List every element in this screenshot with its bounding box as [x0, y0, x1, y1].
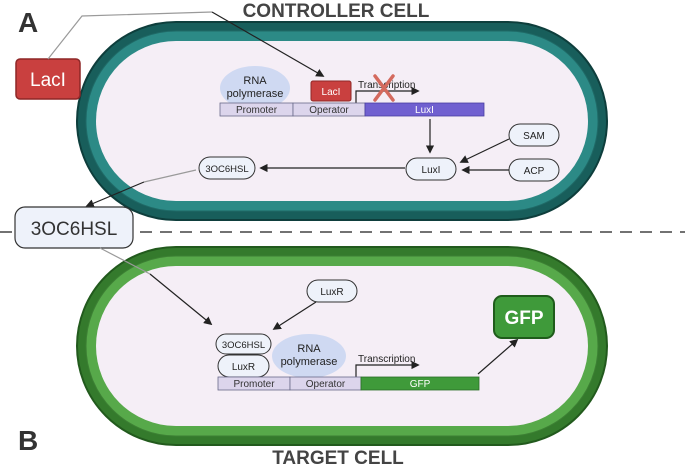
target-cell-title: TARGET CELL	[272, 448, 404, 466]
luxi-protein	[405, 157, 457, 181]
controller-transcription-arrow	[355, 86, 420, 103]
panel-b-letter: B	[18, 425, 38, 456]
target-transcription-label: Transcription	[358, 354, 415, 365]
signal-3oc6hsl-box	[14, 206, 134, 249]
controller-rna-polymerase	[220, 66, 290, 110]
controller-luxi-gene-label: LuxI	[415, 105, 434, 116]
complex-luxr-label: LuxR	[232, 362, 255, 373]
complex-3oc6hsl	[215, 333, 272, 355]
target-luxr-free	[306, 279, 358, 303]
import-arrow	[149, 273, 213, 326]
panel-a-letter: A	[18, 7, 38, 38]
target-rnap-line2: polymerase	[281, 356, 338, 368]
export-arrow	[85, 181, 145, 208]
output-arrow	[477, 338, 519, 375]
export-line	[143, 169, 197, 183]
gfp-output-label: GFP	[504, 308, 543, 329]
repression-x-icon	[373, 74, 395, 102]
controller-luxi-gene	[364, 102, 485, 117]
sam-arrow	[459, 138, 510, 163]
bound-laci-label: LacI	[322, 87, 341, 98]
controller-3oc6hsl	[198, 156, 256, 180]
laci-entry-arrow	[211, 11, 325, 77]
controller-cell	[76, 21, 608, 221]
target-rna-polymerase	[272, 334, 346, 378]
target-operator-label: Operator	[306, 379, 346, 390]
target-rnap-line1: RNA	[297, 343, 321, 355]
signal-3oc6hsl-label: 3OC6HSL	[31, 219, 118, 240]
luxr-binding-arrow	[272, 301, 317, 330]
controller-cell-title: CONTROLLER CELL	[243, 1, 430, 22]
target-gfp-gene	[360, 376, 480, 391]
complex-3oc6hsl-label: 3OC6HSL	[222, 340, 265, 351]
import-line	[99, 247, 151, 275]
controller-3oc6hsl-label: 3OC6HSL	[205, 164, 248, 175]
target-luxr-free-label: LuxR	[320, 287, 343, 298]
target-gfp-gene-label: GFP	[410, 379, 431, 390]
controller-rnap-line2: polymerase	[227, 88, 284, 100]
target-transcription-arrow	[355, 360, 420, 377]
bound-laci-box	[310, 80, 352, 102]
acp-label: ACP	[524, 166, 545, 177]
target-promoter-label: Promoter	[233, 379, 275, 390]
sam-substrate	[508, 123, 560, 147]
controller-promoter-label: Promoter	[236, 105, 278, 116]
controller-operator-label: Operator	[309, 105, 349, 116]
luxi-protein-label: LuxI	[422, 165, 441, 176]
external-laci-label: LacI	[30, 70, 66, 91]
gfp-output-box	[493, 295, 555, 339]
laci-entry-line	[47, 11, 213, 60]
controller-rnap-line1: RNA	[243, 75, 267, 87]
target-cell	[76, 246, 608, 446]
sam-label: SAM	[523, 131, 545, 142]
